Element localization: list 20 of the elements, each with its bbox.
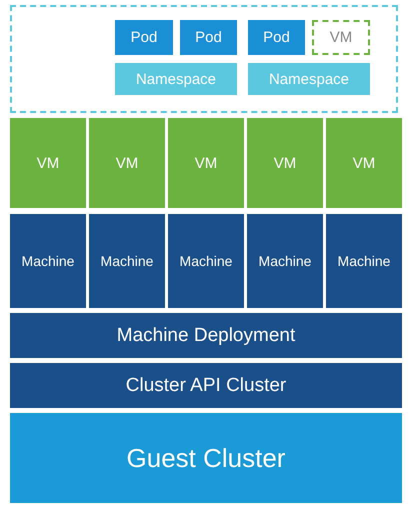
vm-box: VM — [89, 118, 165, 208]
dashed-frame — [10, 5, 398, 113]
machine-box: Machine — [89, 214, 165, 308]
pod-box: Pod — [115, 20, 173, 55]
namespace-box: Namespace — [248, 63, 370, 95]
pod-box: Pod — [180, 20, 237, 55]
pod-box: Pod — [248, 20, 305, 55]
namespace-box: Namespace — [115, 63, 237, 95]
machine-box: Machine — [326, 214, 402, 308]
machine-box: Machine — [168, 214, 244, 308]
vm-box: VM — [168, 118, 244, 208]
vm-box: VM — [312, 20, 370, 55]
layer-box: Machine Deployment — [10, 313, 402, 358]
layer-box: Guest Cluster — [10, 413, 402, 503]
layer-box: Cluster API Cluster — [10, 363, 402, 408]
vm-box: VM — [247, 118, 323, 208]
vm-box: VM — [326, 118, 402, 208]
machine-box: Machine — [247, 214, 323, 308]
vm-box: VM — [10, 118, 86, 208]
machine-box: Machine — [10, 214, 86, 308]
